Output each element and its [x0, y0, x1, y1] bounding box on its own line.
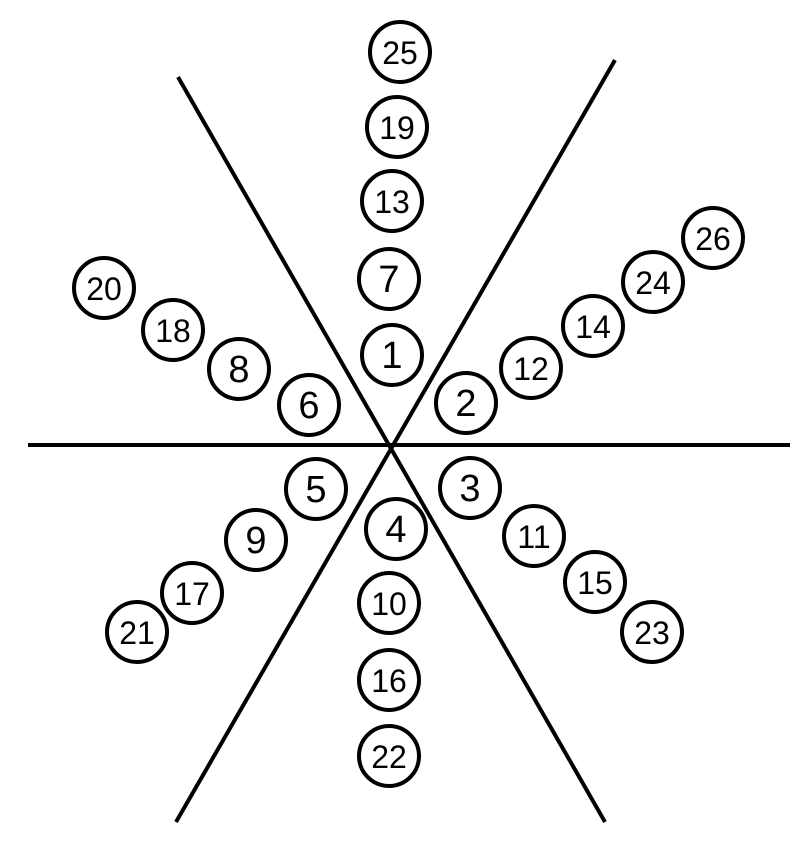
node-circle — [360, 323, 424, 387]
node-14: 14 — [561, 294, 625, 358]
node-label: 7 — [378, 259, 399, 301]
node-12: 12 — [499, 336, 563, 400]
node-3: 3 — [438, 456, 502, 520]
node-22: 22 — [357, 724, 421, 788]
node-label: 11 — [517, 519, 550, 555]
node-label: 1 — [381, 335, 402, 377]
node-circle — [224, 508, 288, 572]
node-6: 6 — [277, 373, 341, 437]
node-19: 19 — [365, 95, 429, 159]
node-circle — [357, 648, 421, 712]
node-label: 26 — [695, 221, 731, 257]
node-5: 5 — [284, 457, 348, 521]
node-circle — [360, 169, 424, 233]
divider-lines — [28, 59, 790, 823]
node-circle — [438, 456, 502, 520]
node-circle — [364, 497, 428, 561]
node-label: 12 — [513, 351, 549, 387]
node-label: 25 — [382, 35, 418, 71]
node-label: 9 — [245, 520, 266, 562]
node-label: 20 — [86, 271, 122, 307]
node-circle — [563, 550, 627, 614]
node-8: 8 — [207, 337, 271, 401]
numbered-nodes: 25 19 13 7 1 26 24 14 12 2 20 18 8 6 59 17 21 4 10 16 22 3 11 1… — [72, 20, 745, 788]
node-23: 23 — [620, 600, 684, 664]
node-16: 16 — [357, 648, 421, 712]
node-circle — [681, 206, 745, 270]
node-21: 21 — [105, 600, 169, 664]
node-25: 25 — [368, 20, 432, 84]
node-7: 7 — [357, 247, 421, 311]
node-circle — [357, 571, 421, 635]
node-2: 2 — [434, 371, 498, 435]
node-10: 10 — [357, 571, 421, 635]
node-label: 21 — [119, 615, 155, 651]
node-18: 18 — [141, 298, 205, 362]
node-circle — [365, 95, 429, 159]
node-circle — [160, 561, 224, 625]
node-13: 13 — [360, 169, 424, 233]
node-circle — [284, 457, 348, 521]
node-label: 15 — [577, 565, 613, 601]
node-label: 5 — [305, 469, 326, 511]
node-circle — [561, 294, 625, 358]
node-circle — [434, 371, 498, 435]
node-label: 8 — [228, 349, 249, 391]
node-label: 17 — [174, 576, 210, 612]
node-circle — [357, 724, 421, 788]
node-label: 3 — [459, 468, 480, 510]
node-1: 1 — [360, 323, 424, 387]
diagonal-line-ne-sw — [174, 59, 617, 823]
node-15: 15 — [563, 550, 627, 614]
node-4: 4 — [364, 497, 428, 561]
node-label: 6 — [298, 385, 319, 427]
node-circle — [502, 504, 566, 568]
node-9: 9 — [224, 508, 288, 572]
node-label: 13 — [374, 184, 410, 220]
node-circle — [357, 247, 421, 311]
node-20: 20 — [72, 256, 136, 320]
node-circle — [141, 298, 205, 362]
node-circle — [499, 336, 563, 400]
node-circle — [72, 256, 136, 320]
node-circle — [368, 20, 432, 84]
node-label: 16 — [371, 663, 407, 699]
node-label: 19 — [379, 110, 415, 146]
node-label: 23 — [634, 615, 670, 651]
node-circle — [621, 250, 685, 314]
node-label: 18 — [155, 313, 191, 349]
node-circle — [277, 373, 341, 437]
node-17: 17 — [160, 561, 224, 625]
node-label: 2 — [455, 383, 476, 425]
node-26: 26 — [681, 206, 745, 270]
node-label: 10 — [371, 586, 407, 622]
node-label: 22 — [371, 739, 407, 775]
node-label: 24 — [635, 265, 671, 301]
node-label: 4 — [385, 509, 406, 551]
node-circle — [207, 337, 271, 401]
node-24: 24 — [621, 250, 685, 314]
node-label: 14 — [575, 309, 611, 345]
node-circle — [105, 600, 169, 664]
node-11: 11 — [502, 504, 566, 568]
node-circle — [620, 600, 684, 664]
